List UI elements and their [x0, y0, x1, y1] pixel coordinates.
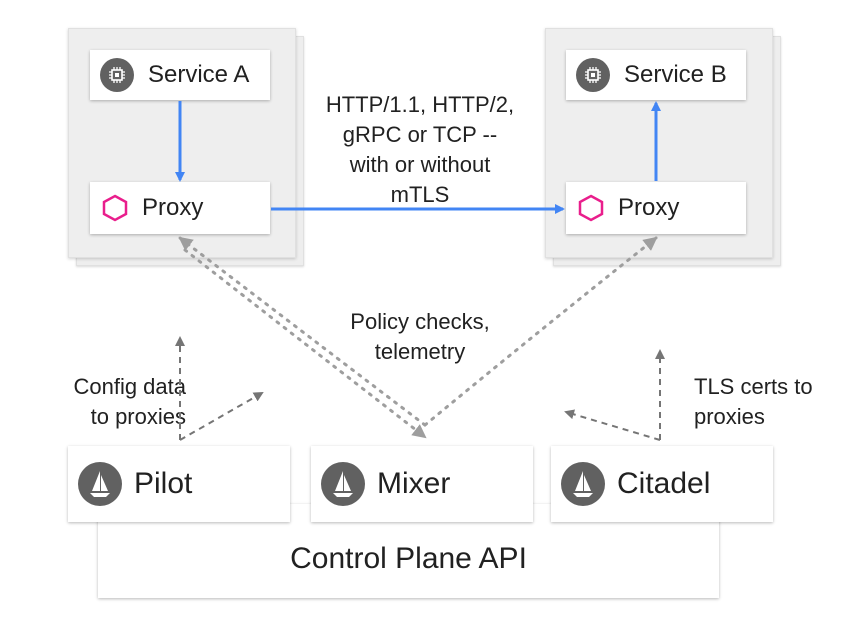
protocol-line: with or without [349, 152, 491, 177]
tls-line: proxies [694, 404, 765, 429]
protocol-line: gRPC or TCP -- [342, 122, 498, 147]
service-b-label: Service B [624, 61, 727, 88]
pilot-label: Pilot [134, 467, 193, 500]
config-line: Config data [73, 374, 186, 399]
hexagon-icon [102, 194, 128, 222]
sailboat-icon [78, 462, 122, 506]
dotted-arrow-mixer-to-proxy-a [178, 236, 427, 427]
protocol-line: mTLS [390, 182, 450, 207]
protocol-line: HTTP/1.1, HTTP/2, [325, 92, 515, 117]
dotted-arrow-proxy-a-to-mixer [183, 248, 427, 439]
proxy-b-label: Proxy [618, 194, 680, 221]
policy-label: Policy checks, telemetry [320, 307, 520, 367]
proxy-a-label: Proxy [142, 194, 204, 221]
proxy-a-card[interactable]: Proxy [90, 182, 270, 234]
sailboat-icon [561, 462, 605, 506]
service-a-card[interactable]: Service A [90, 50, 270, 100]
chip-icon [576, 58, 610, 92]
hexagon-icon [578, 194, 604, 222]
policy-line: Policy checks, [350, 309, 490, 334]
policy-line: telemetry [374, 339, 466, 364]
protocol-label: HTTP/1.1, HTTP/2, gRPC or TCP -- with or… [305, 90, 535, 210]
pilot-card[interactable]: Pilot [68, 446, 290, 522]
service-a-label: Service A [148, 61, 250, 88]
tls-label: TLS certs to proxies [694, 372, 839, 432]
dashed-arrow-citadel-left [564, 409, 661, 441]
service-b-card[interactable]: Service B [566, 50, 746, 100]
config-label: Config data to proxies [46, 372, 186, 432]
citadel-label: Citadel [617, 467, 711, 500]
mixer-card[interactable]: Mixer [311, 446, 533, 522]
citadel-card[interactable]: Citadel [551, 446, 773, 522]
dotted-arrow-mixer-to-proxy-b [423, 236, 658, 427]
mixer-label: Mixer [377, 467, 451, 500]
chip-icon [100, 58, 134, 92]
sailboat-icon [321, 462, 365, 506]
control-plane-api-label: Control Plane API [290, 542, 527, 575]
dashed-arrow-pilot-right [179, 392, 264, 441]
tls-line: TLS certs to [694, 374, 813, 399]
config-line: to proxies [90, 404, 186, 429]
proxy-b-card[interactable]: Proxy [566, 182, 746, 234]
